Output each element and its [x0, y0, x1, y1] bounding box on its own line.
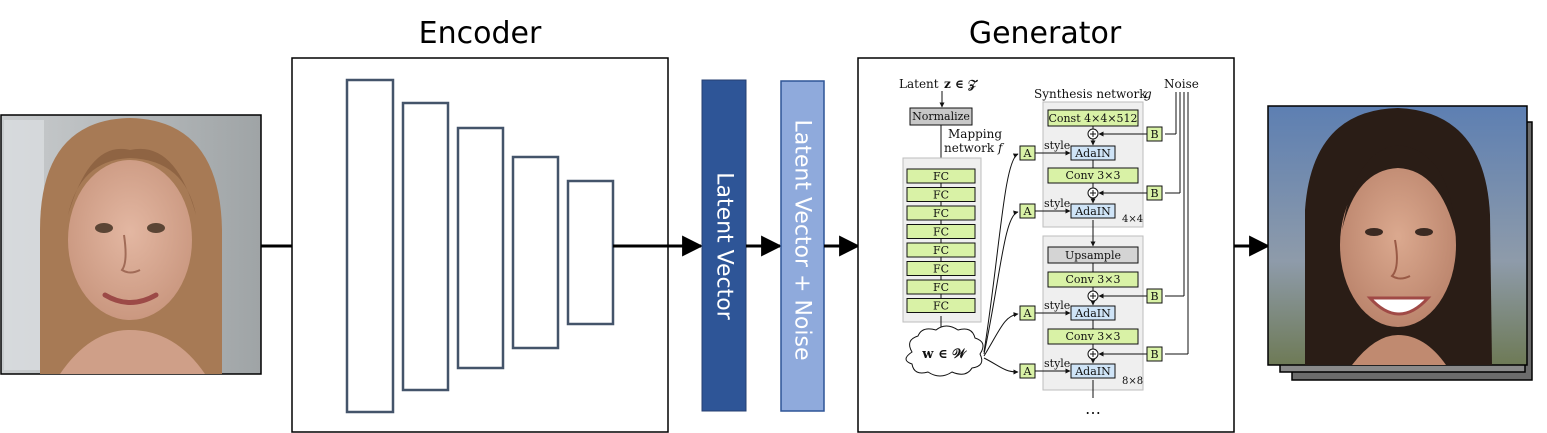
style-affine-a-label: A	[1023, 205, 1033, 218]
noise-scale-b-label: B	[1150, 128, 1158, 141]
adain-box	[1070, 203, 1116, 219]
mapping-panel	[902, 157, 982, 323]
res-4-label: 4×4	[1122, 214, 1143, 225]
w-math: w ∈ 𝒲	[921, 347, 967, 362]
mapping-label-2: network	[944, 141, 995, 155]
encoder-layer-1	[345, 78, 395, 414]
res-8-label: 8×8	[1122, 376, 1143, 387]
style-connections	[983, 153, 1019, 375]
latent-noise-label: Latent Vector + Noise	[790, 119, 815, 360]
latent-noise-bar	[780, 80, 825, 412]
encoder-layer-3	[456, 126, 505, 370]
fc-layer-label: FC	[933, 244, 949, 257]
encoder-layer-2	[401, 101, 450, 392]
mapping-symbol: f	[997, 141, 1005, 155]
style-affine-a-label: A	[1023, 365, 1033, 378]
style-affine-a-label: A	[1023, 147, 1033, 160]
encoder-layers	[345, 78, 615, 414]
encoder-title: Encoder	[419, 16, 542, 51]
fc-layer-label: FC	[933, 263, 949, 276]
fc-stack: FC FC FC FC FC FC FC FC	[906, 168, 976, 313]
latent-z-math: z ∈ 𝒵	[944, 77, 978, 92]
synthesis-network: Synthesis network g Noise Const 4×4×512 …	[1019, 77, 1199, 422]
conv-label: Conv 3×3	[1065, 169, 1120, 182]
output-face-stack	[1267, 105, 1533, 381]
generator-title: Generator	[969, 16, 1122, 51]
fc-layer-label: FC	[933, 300, 949, 313]
conv-label: Conv 3×3	[1065, 330, 1120, 343]
encoder-layer-4	[511, 155, 560, 350]
adain-label: AdaIN	[1074, 365, 1111, 378]
style-label: style	[1044, 299, 1070, 312]
synthesis-symbol: g	[1144, 87, 1152, 101]
const-label: Const 4×4×512	[1048, 112, 1137, 125]
ellipsis-label: ⋯	[1085, 403, 1101, 422]
mapping-label-1: Mapping	[948, 127, 1002, 141]
fc-layer-label: FC	[933, 207, 949, 220]
fc-layer-label: FC	[933, 281, 949, 294]
mapping-network: Latent z ∈ 𝒵 Normalize Mapping network f…	[899, 77, 1005, 377]
input-face-image	[0, 114, 262, 375]
fc-layer-label: FC	[933, 189, 949, 202]
adain-label: AdaIN	[1074, 147, 1111, 160]
adain-box	[1070, 363, 1116, 379]
adain-label: AdaIN	[1074, 307, 1111, 320]
conv-label: Conv 3×3	[1065, 273, 1120, 286]
w-cloud	[905, 325, 984, 377]
latent-z-label: Latent	[899, 77, 939, 91]
normalize-label: Normalize	[912, 110, 970, 123]
fc-layer-label: FC	[933, 170, 949, 183]
style-label: style	[1044, 197, 1070, 210]
noise-label: Noise	[1164, 77, 1199, 91]
synthesis-label: Synthesis network	[1034, 87, 1147, 101]
style-label: style	[1044, 139, 1070, 152]
noise-scale-b-label: B	[1150, 187, 1158, 200]
adain-label: AdaIN	[1074, 205, 1111, 218]
style-affine-a-label: A	[1023, 307, 1033, 320]
style-label: style	[1044, 357, 1070, 370]
fc-layer-label: FC	[933, 226, 949, 239]
noise-scale-b-label: B	[1150, 290, 1158, 303]
encoder-layer-5	[566, 179, 615, 326]
latent-vector-label: Latent Vector	[712, 172, 737, 321]
upsample-label: Upsample	[1065, 249, 1121, 262]
noise-scale-b-label: B	[1150, 348, 1158, 361]
latent-vector-bar	[701, 79, 747, 412]
